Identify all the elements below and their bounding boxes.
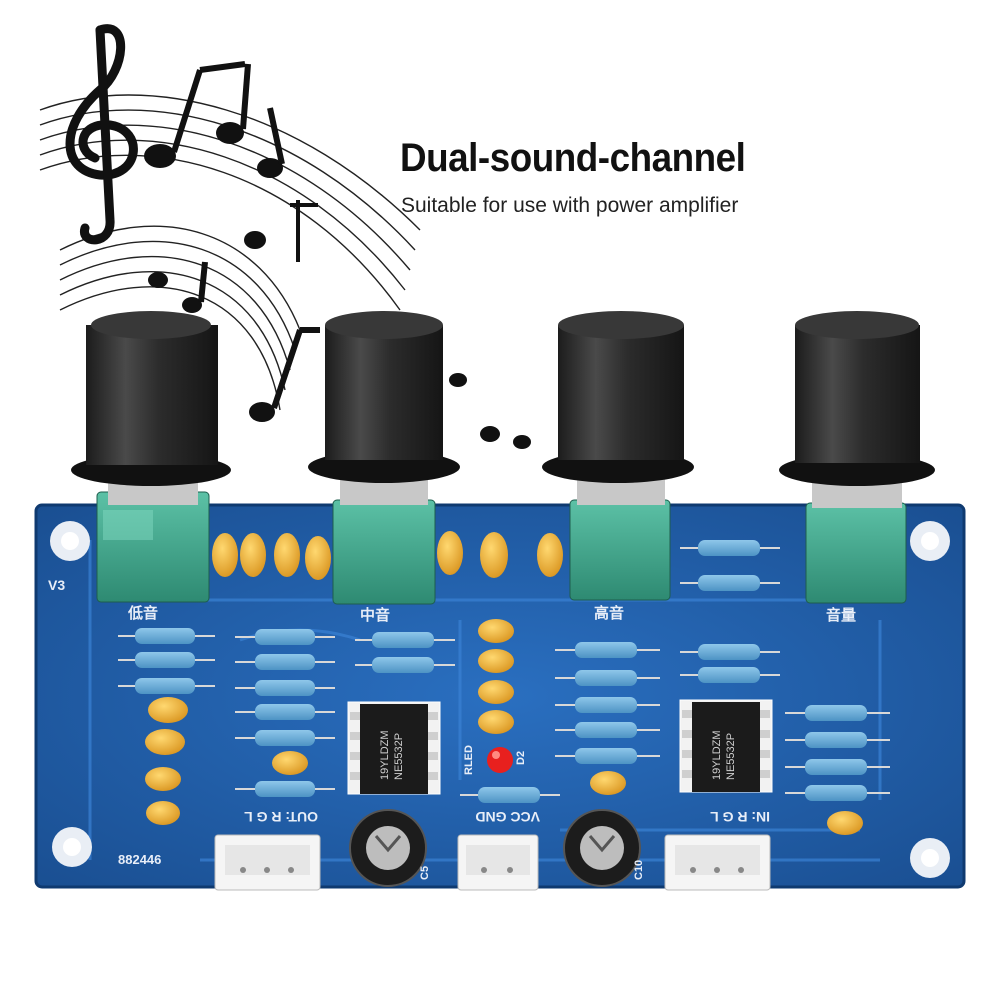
label-bass: 低音 (127, 604, 158, 622)
potentiometer-volume (805, 502, 907, 604)
music-note-icons (144, 61, 531, 449)
chip-left-code: 19YLDZM (379, 730, 391, 780)
knob-mid[interactable] (308, 311, 460, 505)
ceramic-capacitors (145, 531, 863, 835)
input-connector-label: IN: R G L (710, 809, 770, 825)
potentiometer-bass (96, 491, 210, 603)
red-led (487, 747, 513, 773)
board-serial-label: 882446 (118, 852, 161, 867)
potentiometer-mid (332, 499, 436, 605)
electrolytic-capacitor-right (563, 809, 641, 887)
resistors (118, 540, 890, 803)
label-mid: 中音 (360, 606, 390, 624)
d2-label: D2 (515, 751, 527, 765)
potentiometer-treble (569, 499, 671, 601)
opamp-chip-right: 19YLDZM NE5532P (679, 699, 773, 793)
electrolytic-capacitor-left (349, 809, 427, 887)
music-notes-decoration (39, 94, 421, 411)
treble-clef-icon (65, 24, 138, 245)
output-connector[interactable] (214, 834, 321, 891)
power-connector-label: VCC GND (475, 809, 540, 825)
input-connector[interactable] (664, 834, 771, 891)
board-version-label: V3 (48, 577, 65, 593)
knob-volume[interactable] (779, 311, 935, 508)
knob-treble[interactable] (542, 311, 694, 505)
chip-left-model: NE5532P (393, 733, 405, 780)
label-treble: 高音 (594, 604, 624, 622)
led-label: RLED (463, 745, 475, 775)
mounting-holes (50, 521, 950, 878)
headline-title: Dual-sound-channel (400, 136, 746, 180)
cap-mark-c10: C10 (633, 860, 645, 880)
output-connector-label: OUT: R G L (244, 809, 318, 825)
headline-subtitle: Suitable for use with power amplifier (401, 194, 739, 217)
chip-right-model: NE5532P (725, 733, 737, 780)
cap-mark-c5: C5 (419, 866, 431, 880)
knob-bass[interactable] (71, 311, 231, 505)
opamp-chip-left: 19YLDZM NE5532P (347, 701, 441, 795)
label-volume: 音量 (826, 606, 856, 624)
chip-right-code: 19YLDZM (711, 730, 723, 780)
power-connector[interactable] (457, 834, 539, 891)
